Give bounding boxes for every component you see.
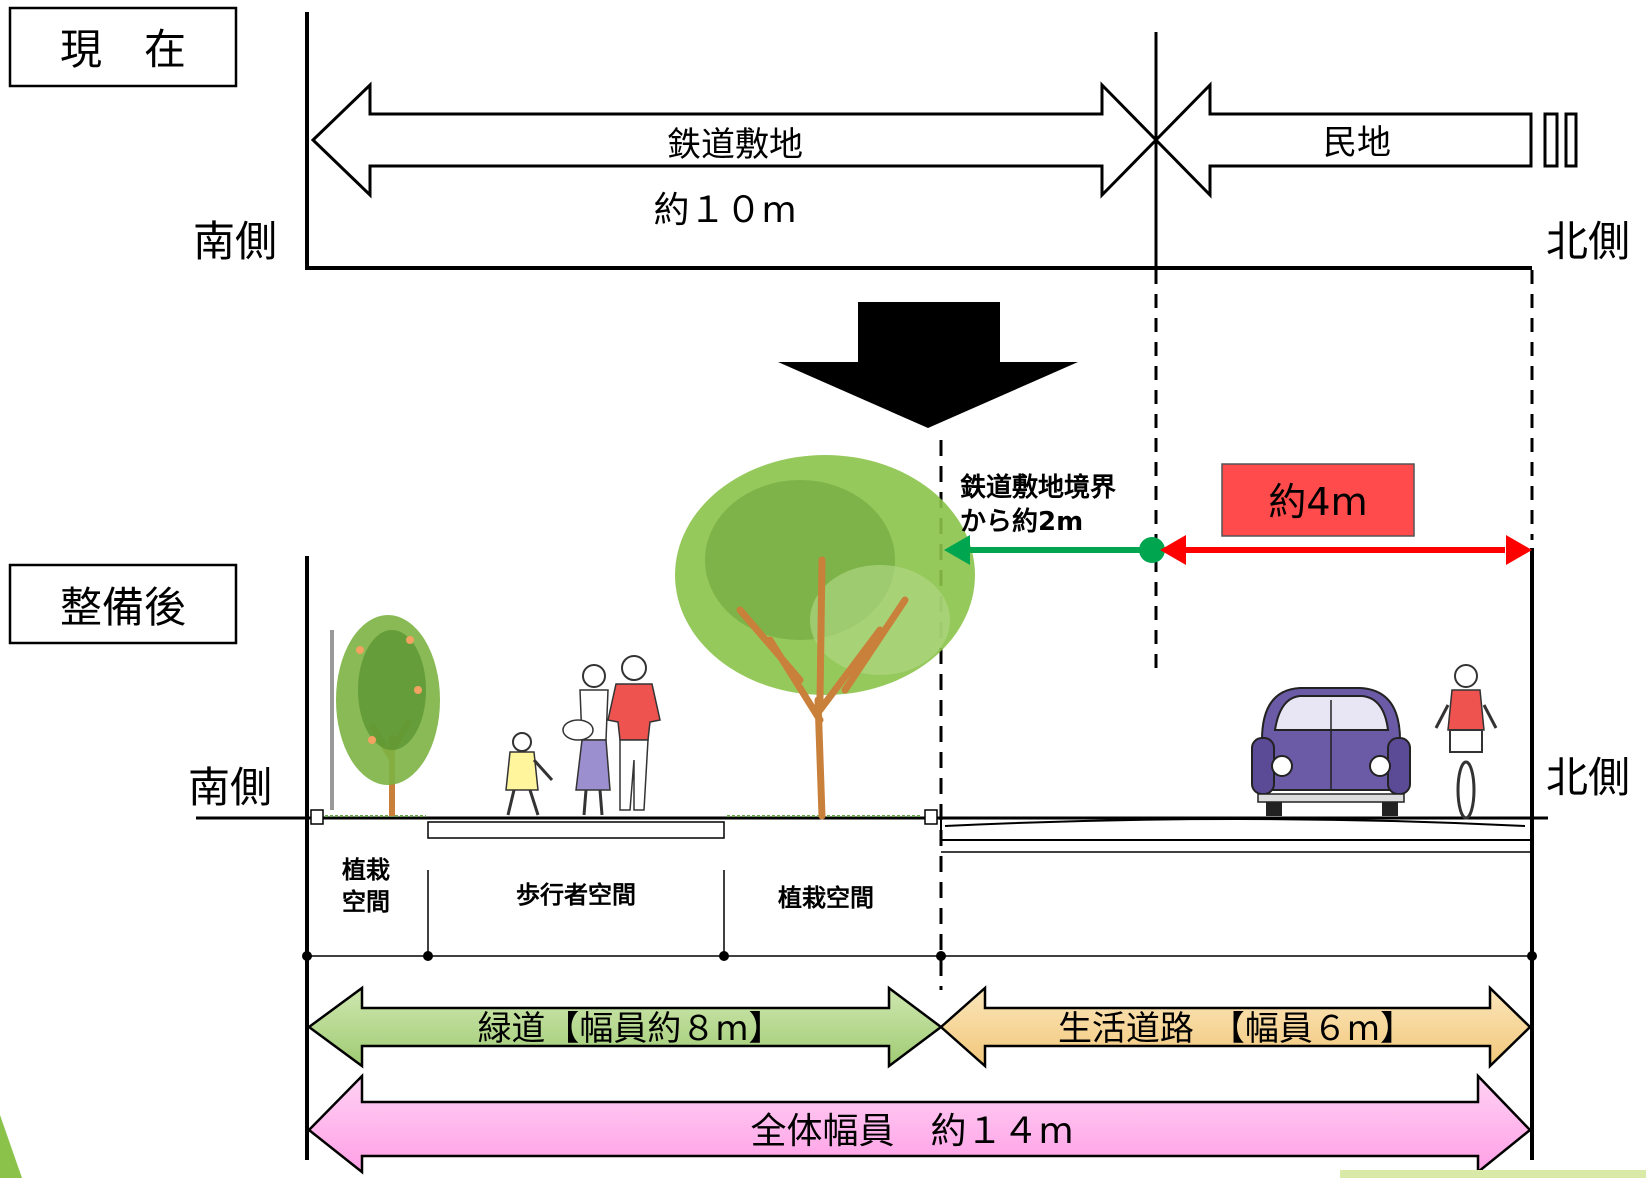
car-headlight-right [1369, 755, 1391, 777]
planting-space-2: 植栽空間 [778, 884, 874, 912]
large-tree [675, 455, 975, 820]
dim-dot-4 [936, 951, 946, 961]
large-tree-canopy-light [810, 565, 950, 675]
greenway-label: 緑道【幅員約８m】 [477, 1009, 782, 1049]
red-arrow-head-left [1160, 535, 1186, 565]
small-tree-canopy-dark [358, 630, 426, 750]
small-tree-flower [368, 736, 376, 744]
dim-dot-5 [1527, 951, 1537, 961]
small-tree [330, 615, 440, 816]
planting-space-1a: 植栽 [342, 856, 390, 884]
current-section: 現 在 鉄道敷地 約１０m 民地 南側 北側 [8, 6, 1630, 270]
road-surface [940, 818, 1532, 841]
living-road-arrow [939, 985, 1532, 1069]
red-arrow-head-right [1506, 535, 1532, 565]
woman-figure [562, 664, 611, 816]
after-label-box [8, 563, 238, 645]
car-fender-right [1387, 737, 1411, 795]
total-width-arrow [307, 1072, 1532, 1175]
dim-dot-1 [302, 951, 312, 961]
boundary-note-line1: 鉄道敷地境界 [960, 472, 1116, 503]
car [1251, 687, 1411, 816]
planting-space-1b: 空間 [342, 888, 390, 916]
private-land-arrow [1153, 81, 1533, 199]
after-section: 整備後 南側 北側 植栽 空間 歩行者空間 植栽空間 [8, 455, 1630, 1175]
sidewalk-slab [427, 821, 725, 839]
private-land-label: 民地 [1323, 123, 1391, 163]
dim-dot-2 [423, 951, 433, 961]
car-fender-left [1251, 737, 1275, 795]
car-wheel-left [1266, 802, 1282, 816]
car-bumper [1257, 793, 1405, 803]
after-north-label: 北側 [1546, 753, 1630, 802]
cyclist [1434, 664, 1498, 820]
railway-width-label: 約１０m [653, 190, 796, 231]
small-tree-flower [414, 686, 422, 694]
total-width-label: 全体幅員 約１４m [750, 1111, 1073, 1152]
boundary-note-line2: から約2m [960, 506, 1083, 537]
green-arrow-dot [1139, 537, 1165, 563]
car-headlight-left [1271, 755, 1293, 777]
curb-left [310, 809, 324, 825]
private-land-mark-1 [1543, 112, 1559, 168]
highlight-box [1221, 463, 1415, 537]
small-tree-flower [356, 646, 364, 654]
after-south-label: 南側 [188, 763, 272, 812]
current-north-label: 北側 [1546, 217, 1630, 266]
corner-accent-left [0, 1115, 22, 1178]
current-label: 現 在 [60, 25, 186, 74]
large-tree-trunk [736, 556, 909, 820]
transition-arrow [778, 302, 1078, 428]
private-land-mark-2 [1564, 112, 1578, 168]
railway-land-label: 鉄道敷地 [667, 125, 803, 165]
current-south-label: 南側 [193, 217, 277, 266]
living-road-label: 生活道路 【幅員６m】 [1058, 1009, 1414, 1049]
highlight-label: 約4m [1268, 480, 1367, 524]
current-label-box [8, 6, 238, 88]
small-tree-flower [406, 636, 414, 644]
man-figure [607, 655, 661, 811]
curb-right [924, 809, 938, 825]
green-arrow-head [944, 535, 970, 565]
corner-accent-right [1340, 1170, 1646, 1178]
after-label: 整備後 [60, 583, 186, 632]
car-wheel-right [1382, 802, 1398, 816]
child-figure [505, 732, 554, 816]
road-crown [944, 818, 1526, 827]
dim-dot-3 [719, 951, 729, 961]
pedestrian-space-label: 歩行者空間 [516, 881, 636, 909]
